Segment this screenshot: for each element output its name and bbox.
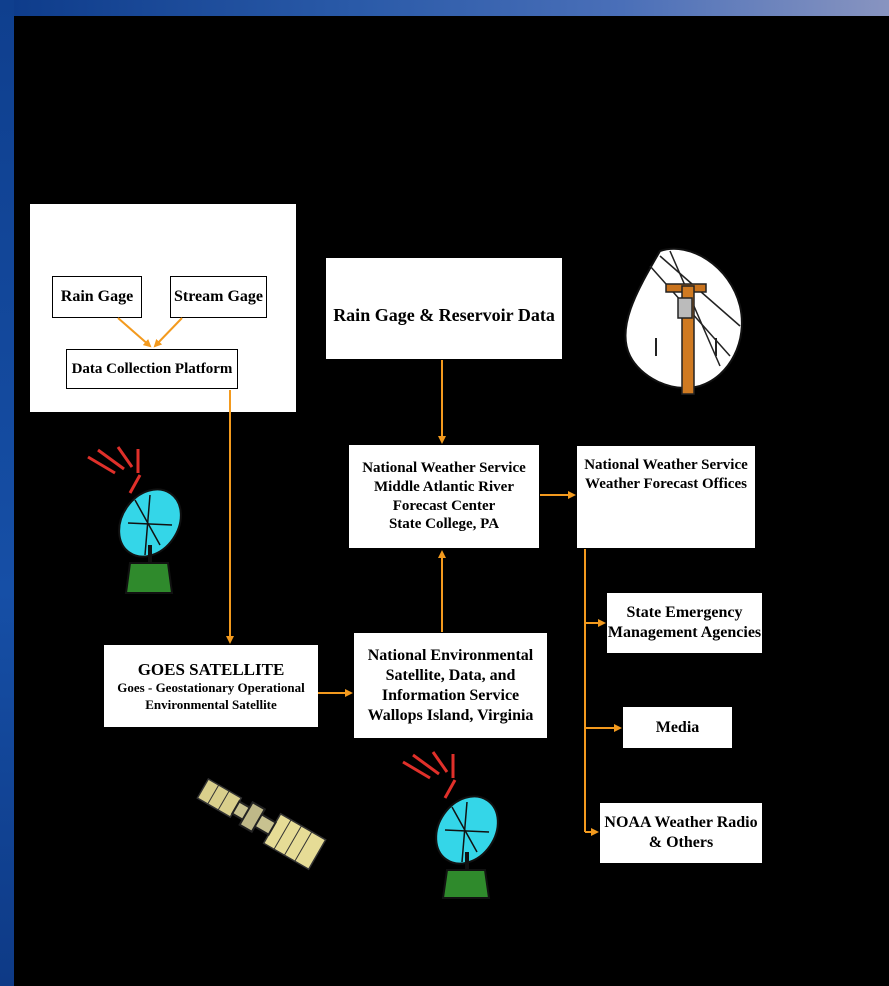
reservoir-label: Rain Gage & Reservoir Data bbox=[333, 305, 555, 326]
wfo-box: National Weather Service Weather Forecas… bbox=[577, 446, 755, 548]
top-bar bbox=[0, 0, 889, 16]
nesdis-line-2: Satellite, Data, and bbox=[385, 666, 516, 684]
goes-satellite-box: GOES SATELLITE Goes - Geostationary Oper… bbox=[104, 645, 318, 727]
left-bar bbox=[0, 0, 14, 986]
reservoir-data-box: Rain Gage & Reservoir Data bbox=[326, 258, 562, 359]
rain-gage-box: Rain Gage bbox=[52, 276, 142, 318]
nesdis-line-4: Wallops Island, Virginia bbox=[367, 706, 534, 724]
media-box: Media bbox=[623, 707, 732, 748]
state-emergency-box: State Emergency Management Agencies bbox=[607, 593, 762, 653]
marfc-line-2: Middle Atlantic River bbox=[374, 478, 514, 495]
rain-gage-label: Rain Gage bbox=[60, 288, 134, 305]
media-label: Media bbox=[655, 718, 700, 736]
arrow-stream-to-dcp bbox=[153, 317, 183, 348]
goes-sub-1: Goes - Geostationary Operational bbox=[117, 680, 305, 696]
wfo-line-2: Weather Forecast Offices bbox=[585, 475, 747, 492]
sema-line-2: Management Agencies bbox=[607, 624, 762, 641]
nesdis-box: National Environmental Satellite, Data, … bbox=[354, 633, 547, 738]
nesdis-line-1: National Environmental bbox=[367, 646, 534, 664]
marfc-line-3: Forecast Center bbox=[392, 497, 496, 514]
wfo-line-1: National Weather Service bbox=[584, 457, 748, 473]
satellite-dish-icon bbox=[402, 751, 499, 899]
stream-gage-label: Stream Gage bbox=[173, 288, 263, 305]
marfc-line-4: State College, PA bbox=[388, 516, 500, 533]
marfc-line-1: National Weather Service bbox=[362, 460, 526, 476]
noaa-box: NOAA Weather Radio & Others bbox=[600, 803, 762, 863]
goes-sub-2: Environmental Satellite bbox=[145, 696, 277, 712]
nesdis-line-3: Information Service bbox=[381, 686, 520, 704]
goes-title: GOES SATELLITE bbox=[137, 660, 285, 680]
noaa-line-1: NOAA Weather Radio bbox=[604, 814, 758, 831]
marfc-box: National Weather Service Middle Atlantic… bbox=[349, 445, 539, 548]
data-collection-platform-box: Data Collection Platform bbox=[66, 349, 238, 389]
dcp-label: Data Collection Platform bbox=[71, 360, 233, 377]
satellite-icon bbox=[196, 777, 327, 871]
satellite-dish-icon bbox=[87, 446, 182, 594]
arrow-rain-to-dcp bbox=[117, 317, 152, 348]
utility-pole-icon bbox=[624, 247, 743, 395]
sema-line-1: State Emergency bbox=[626, 604, 743, 621]
stream-gage-box: Stream Gage bbox=[170, 276, 267, 318]
noaa-line-2: & Others bbox=[648, 834, 714, 851]
